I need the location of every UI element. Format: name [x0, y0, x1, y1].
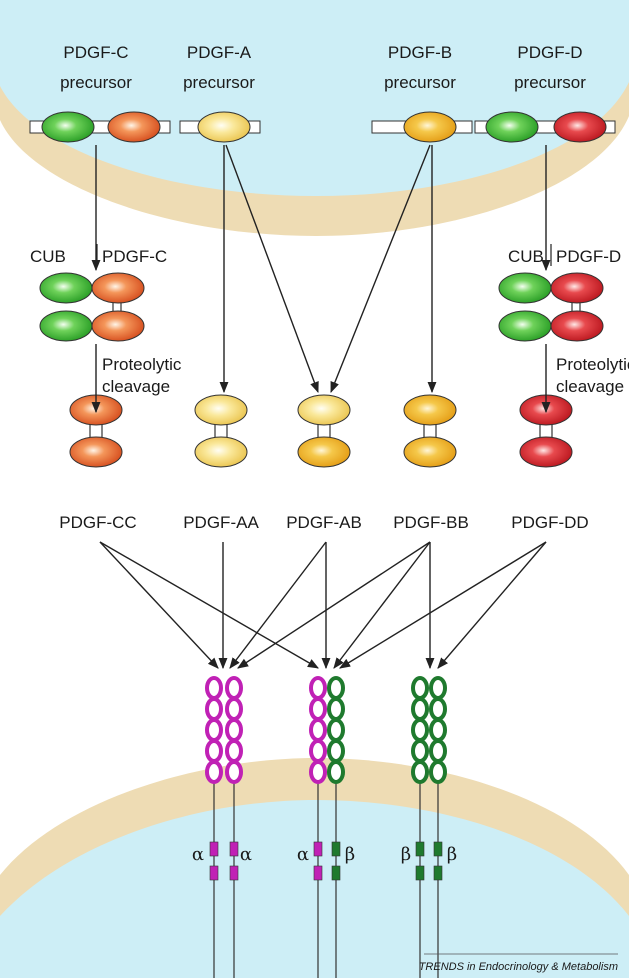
receptor-aa-chain-2	[225, 676, 243, 978]
arrow-b-to-ab	[330, 144, 431, 394]
right-cleavage-line1: Proteolytic	[556, 355, 629, 374]
receptor-bb-chain-2	[429, 676, 447, 978]
arrow-a-to-ab	[225, 144, 319, 394]
dimer-cc-label: PDGF-CC	[59, 513, 136, 532]
left-cub-label: CUB	[30, 247, 66, 266]
dimer-ab-label: PDGF-AB	[286, 513, 362, 532]
receptor-aa-left-label: α	[192, 844, 204, 865]
arrow-bb-to-aa-receptor	[237, 541, 431, 669]
precursor-d-molecule	[474, 111, 616, 143]
arrow-dd-to-bb-receptor	[437, 541, 547, 669]
dimer-aa-label: PDGF-AA	[183, 513, 259, 532]
lower-cell-interior	[0, 800, 629, 978]
precursor-c-molecule	[29, 111, 171, 143]
upper-cell-interior	[0, 0, 629, 196]
left-uncleaved-dimer	[39, 272, 145, 342]
right-cleavage-line2: cleavage	[556, 377, 624, 396]
arrow-bb-to-ab-receptor	[333, 541, 431, 669]
receptor-ab-right-label: β	[345, 844, 355, 865]
dimer-aa	[194, 394, 248, 468]
precursor-a-molecule	[179, 111, 261, 143]
right-uncleaved-dimer	[498, 272, 604, 342]
receptor-ab-left-label: α	[297, 844, 309, 865]
left-cleavage-line1: Proteolytic	[102, 355, 182, 374]
left-factor-label: PDGF-C	[102, 247, 167, 266]
receptors	[205, 676, 447, 978]
precursor-b-sub: precursor	[384, 73, 456, 92]
left-cleavage-line2: cleavage	[102, 377, 170, 396]
precursor-d-name: PDGF-D	[517, 43, 582, 62]
receptor-bb-chain-1	[411, 676, 429, 978]
precursor-c-name: PDGF-C	[63, 43, 128, 62]
right-factor-label: PDGF-D	[556, 247, 621, 266]
dimer-bb-label: PDGF-BB	[393, 513, 469, 532]
receptor-ab-chain-beta	[327, 676, 345, 978]
precursor-d-sub: precursor	[514, 73, 586, 92]
precursor-b-molecule	[371, 111, 473, 143]
arrow-ab-to-aa-receptor	[229, 541, 327, 669]
precursor-b-name: PDGF-B	[388, 43, 452, 62]
dimer-ab	[297, 394, 351, 468]
arrow-cc-to-aa-receptor	[99, 541, 219, 669]
precursor-a-name: PDGF-A	[187, 43, 252, 62]
receptor-bb-right-label: β	[447, 844, 457, 865]
dimer-dd-label: PDGF-DD	[511, 513, 588, 532]
right-cub-label: CUB	[508, 247, 544, 266]
credit-text: TRENDS in Endocrinology & Metabolism	[419, 961, 618, 973]
precursor-a-sub: precursor	[183, 73, 255, 92]
receptor-aa-right-label: α	[240, 844, 252, 865]
arrow-dd-to-ab-receptor	[339, 541, 547, 669]
precursor-c-sub: precursor	[60, 73, 132, 92]
receptor-ab-chain-alpha	[309, 676, 327, 978]
receptor-aa-chain-1	[205, 676, 223, 978]
pathway-arrows	[91, 144, 551, 670]
receptor-bb-left-label: β	[401, 844, 411, 865]
arrow-cc-to-ab-receptor	[99, 541, 319, 669]
dimer-bb	[403, 394, 457, 468]
